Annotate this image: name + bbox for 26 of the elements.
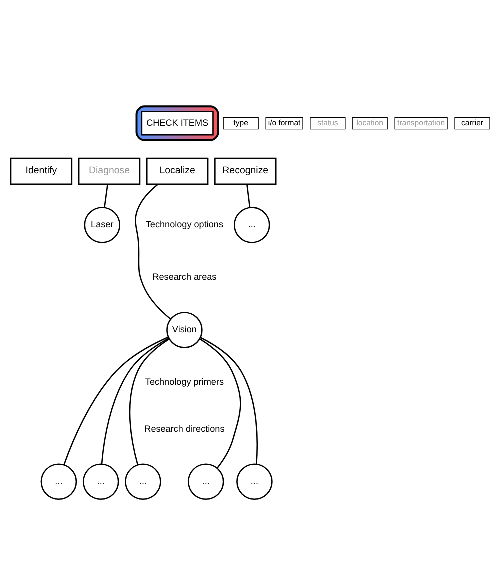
node-circle: Vision (166, 312, 203, 348)
label: Technology primers (145, 376, 224, 387)
node-circle: ... (234, 206, 270, 243)
node-circle: ... (40, 463, 78, 500)
node-circle: ... (125, 463, 162, 500)
node-circle: Laser (84, 206, 121, 243)
connector (101, 337, 170, 464)
cluster (136, 105, 220, 141)
node-circle: ... (188, 463, 224, 500)
connector (104, 184, 108, 208)
label: Technology options (146, 219, 224, 230)
node-circle: ... (82, 463, 120, 500)
connector (129, 338, 170, 465)
node-box: Localize (146, 157, 209, 185)
connector (200, 336, 258, 464)
label: Research areas (152, 272, 217, 282)
connector (200, 338, 242, 468)
connector (246, 184, 251, 208)
connector (64, 336, 169, 465)
node-box: CHECK ITEMS (141, 110, 214, 136)
node-box: Recognize (214, 157, 277, 185)
connector (135, 183, 172, 320)
label: Research directions (144, 423, 225, 434)
node-circle: ... (236, 463, 273, 500)
node-box: Identify (10, 157, 73, 185)
node-box: Diagnose (78, 157, 141, 185)
